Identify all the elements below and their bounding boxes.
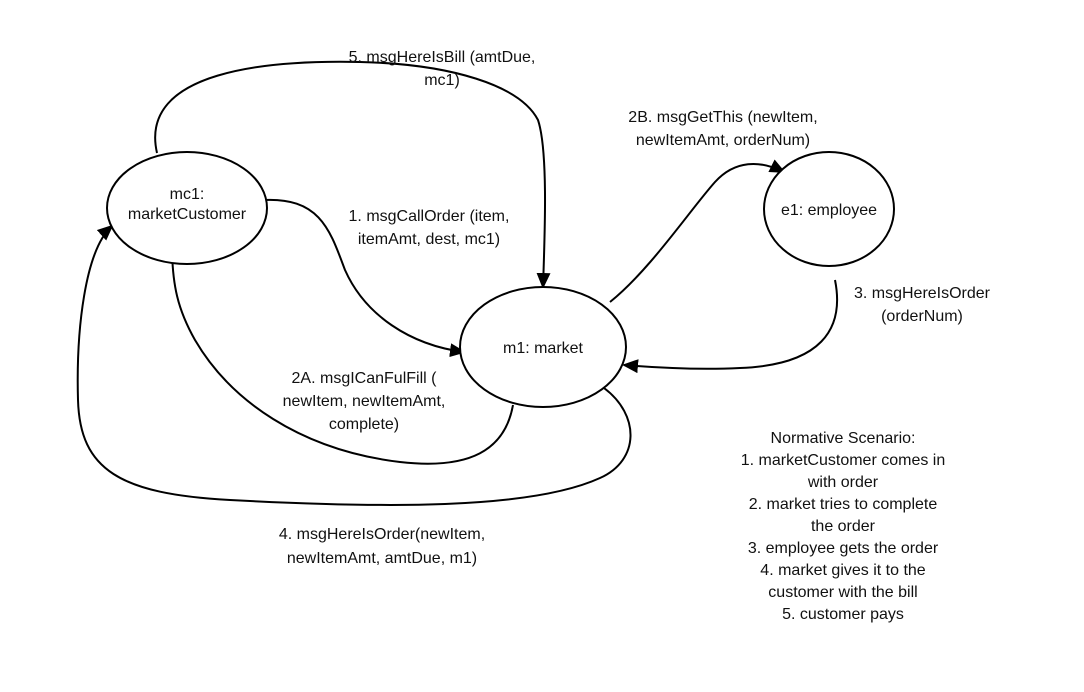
label-msg2b-line1: 2B. msgGetThis (newItem,	[628, 109, 817, 126]
label-msg1: 1. msgCallOrder (item, itemAmt, dest, mc…	[349, 208, 510, 248]
node-market-customer-label-line2: marketCustomer	[128, 206, 247, 223]
edge-msg5-here-is-bill	[154, 60, 551, 289]
scenario-line: the order	[811, 518, 876, 535]
edge-msg3-here-is-order	[622, 279, 839, 374]
label-msg4-line2: newItemAmt, amtDue, m1)	[287, 550, 477, 567]
scenario-line: 2. market tries to complete	[749, 496, 938, 513]
node-market-shape	[459, 286, 627, 408]
label-msg2a: 2A. msgICanFulFill ( newItem, newItemAmt…	[283, 370, 446, 433]
label-msg1-line1: 1. msgCallOrder (item,	[349, 208, 510, 225]
edge-msg2b-get-this	[609, 159, 786, 303]
label-msg4-line1: 4. msgHereIsOrder(newItem,	[279, 526, 485, 543]
scenario-line: 3. employee gets the order	[748, 540, 939, 557]
scenario-line: 5. customer pays	[782, 606, 904, 623]
label-msg2a-line1: 2A. msgICanFulFill (	[292, 370, 438, 387]
node-market-label: m1: market	[503, 340, 584, 357]
node-market-customer-shape	[106, 151, 268, 265]
edge-msg4-here-is-order-to-customer	[76, 224, 632, 506]
edge-msg2a-i-can-fulfill	[165, 243, 514, 465]
label-msg4: 4. msgHereIsOrder(newItem, newItemAmt, a…	[279, 526, 485, 567]
label-msg5: 5. msgHereIsBill (amtDue, mc1)	[349, 49, 536, 89]
label-msg3-line2: (orderNum)	[881, 308, 963, 325]
scenario-line: 1. marketCustomer comes in	[741, 452, 946, 469]
node-market-customer-label-line1: mc1:	[170, 186, 205, 203]
scenario-line: 4. market gives it to the	[760, 562, 926, 579]
node-employee-label: e1: employee	[781, 202, 877, 219]
label-msg2b: 2B. msgGetThis (newItem, newItemAmt, ord…	[628, 109, 817, 149]
normative-scenario-note: Normative Scenario: 1. marketCustomer co…	[741, 430, 946, 623]
label-msg2b-line2: newItemAmt, orderNum)	[636, 132, 810, 149]
node-employee: e1: employee	[763, 151, 895, 267]
label-msg5-line1: 5. msgHereIsBill (amtDue,	[349, 49, 536, 66]
label-msg3-line1: 3. msgHereIsOrder	[854, 285, 991, 302]
label-msg5-line2: mc1)	[424, 72, 460, 89]
label-msg3: 3. msgHereIsOrder (orderNum)	[854, 285, 991, 325]
label-msg1-line2: itemAmt, dest, mc1)	[358, 231, 500, 248]
label-msg2a-line2: newItem, newItemAmt,	[283, 393, 446, 410]
scenario-title: Normative Scenario:	[771, 430, 916, 447]
label-msg2a-line3: complete)	[329, 416, 399, 433]
scenario-line: with order	[807, 474, 879, 491]
edge-msg1-call-order	[262, 198, 466, 358]
scenario-line: customer with the bill	[768, 584, 917, 601]
node-employee-shape	[763, 151, 895, 267]
node-market-customer: mc1: marketCustomer	[106, 151, 268, 265]
node-market: m1: market	[459, 286, 627, 408]
